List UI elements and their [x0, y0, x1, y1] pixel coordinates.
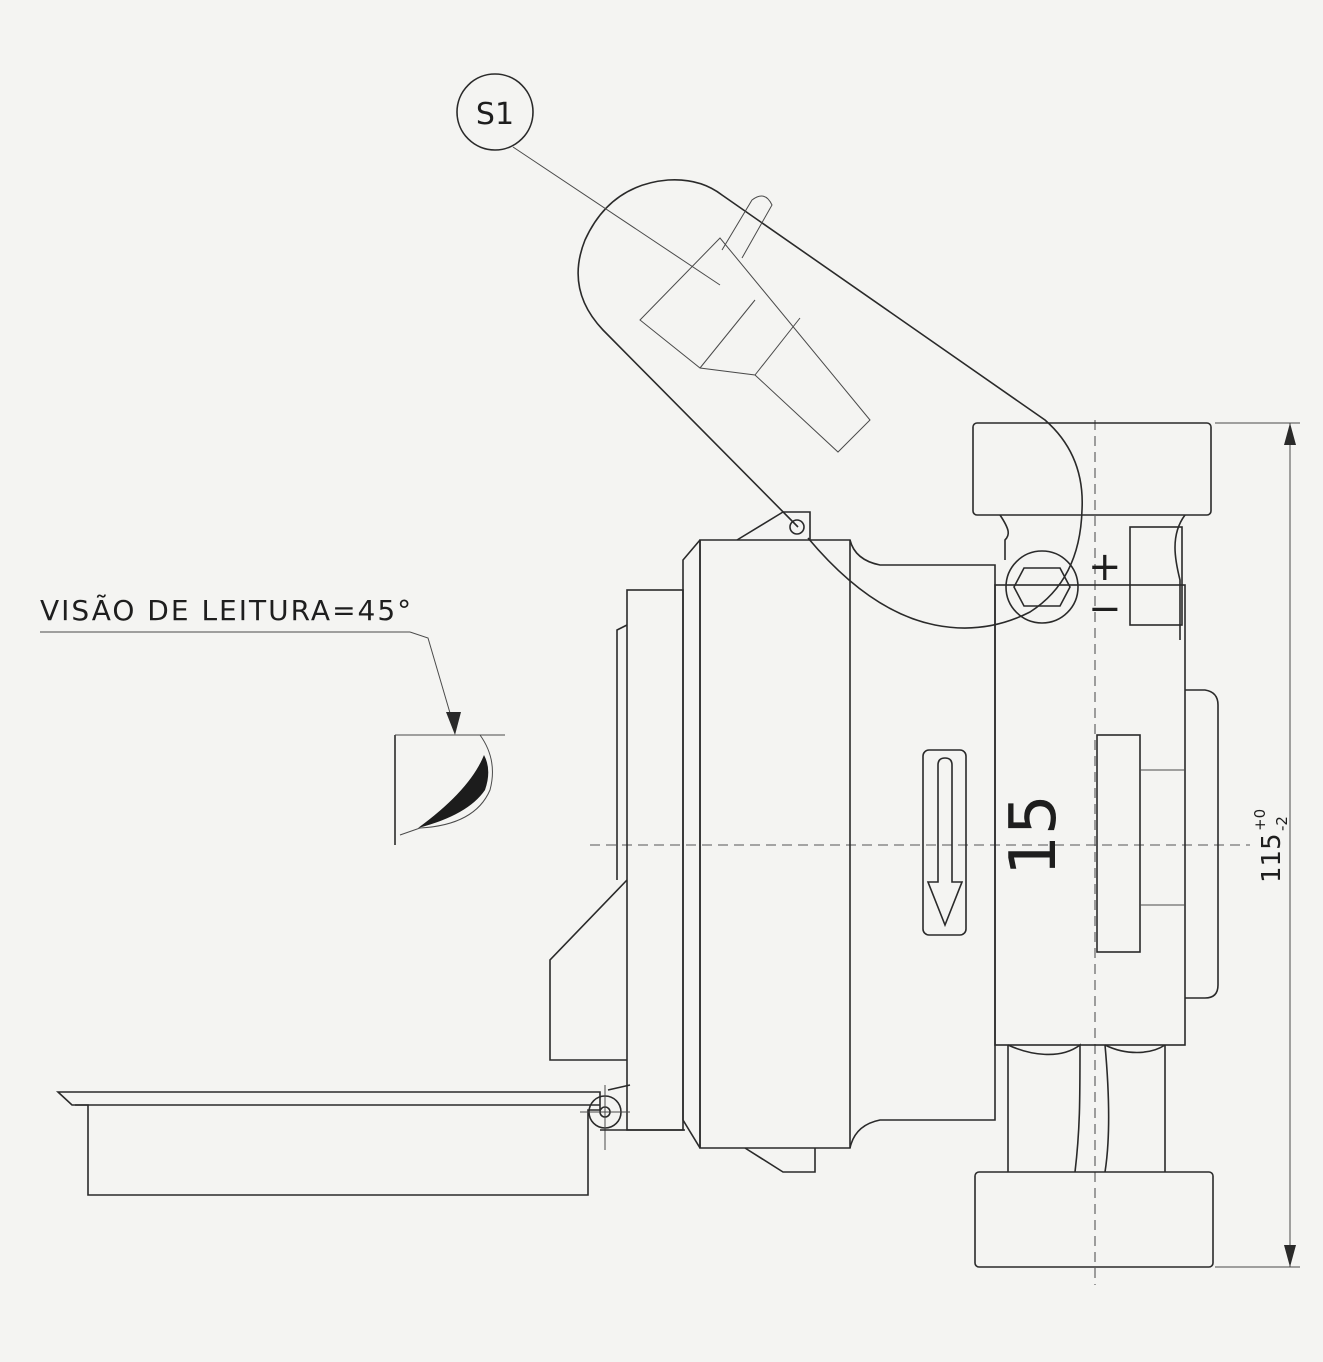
bottom-pipe-connector	[974, 1043, 1214, 1268]
reading-view-annotation: VISÃO DE LEITURA=45°	[40, 594, 505, 845]
dimension-nominal: 115	[1257, 833, 1287, 883]
hinged-lid-open	[577, 178, 1083, 629]
adjustment-screw: + −	[1005, 544, 1122, 632]
register-body	[549, 511, 996, 1173]
plus-symbol: +	[1088, 544, 1122, 590]
body-size-mark: 15	[997, 794, 1071, 875]
dimension-lower-tolerance: -2	[1273, 816, 1291, 831]
hinged-lid-closed	[55, 1084, 685, 1196]
minus-symbol: −	[1088, 586, 1122, 632]
reading-view-label: VISÃO DE LEITURA=45°	[40, 594, 413, 627]
dimension-upper-tolerance: +0	[1251, 809, 1269, 831]
top-pipe-connector	[972, 422, 1212, 640]
overall-height-dimension: 115 +0 -2	[1215, 422, 1300, 1268]
balloon-label: S1	[476, 97, 514, 132]
flow-direction-arrow	[922, 749, 967, 936]
reference-balloon-s1: S1	[456, 73, 721, 286]
